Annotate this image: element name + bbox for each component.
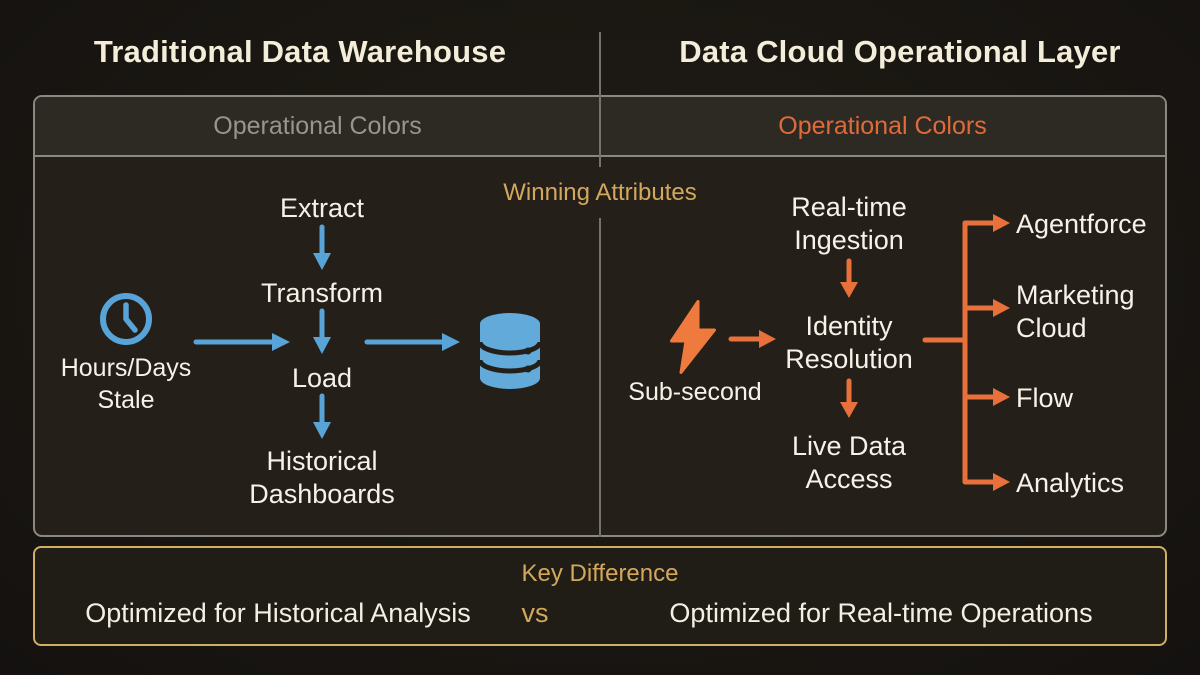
key-difference-title: Key Difference [521,560,679,587]
right-subheader: Operational Colors [778,111,987,140]
clock-icon [100,293,152,345]
real-time-ingestion-step: Real-time Ingestion [791,192,907,255]
center-divider-lower [599,218,601,537]
sub-second-label: Sub-second [628,378,762,406]
key-difference-right: Optimized for Real-time Operations [669,598,1093,628]
right-column-title: Data Cloud Operational Layer [679,34,1121,69]
output-agentforce: Agentforce [1016,209,1147,239]
center-divider-upper [599,32,601,167]
lightning-icon [670,300,716,374]
historical-dashboards-label: Historical Dashboards [249,446,395,509]
database-icon [477,313,543,389]
key-difference-vs: vs [521,598,549,628]
left-subheader: Operational Colors [213,111,422,140]
output-analytics: Analytics [1016,468,1125,498]
transform-step: Transform [260,278,383,308]
key-difference-left: Optimized for Historical Analysis [85,598,471,628]
left-column-title: Traditional Data Warehouse [93,34,507,69]
hours-days-stale-label: Hours/Days Stale [60,354,192,414]
output-flow: Flow [1016,383,1074,413]
output-marketing-cloud: Marketing Cloud [1016,280,1135,343]
winning-attributes-label: Winning Attributes [503,179,697,206]
identity-resolution-step: Identity Resolution [785,311,913,374]
live-data-access-step: Live Data Access [791,431,907,494]
extract-step: Extract [279,193,365,223]
key-difference-box: Key Difference Optimized for Historical … [33,546,1167,646]
load-step: Load [291,363,353,393]
